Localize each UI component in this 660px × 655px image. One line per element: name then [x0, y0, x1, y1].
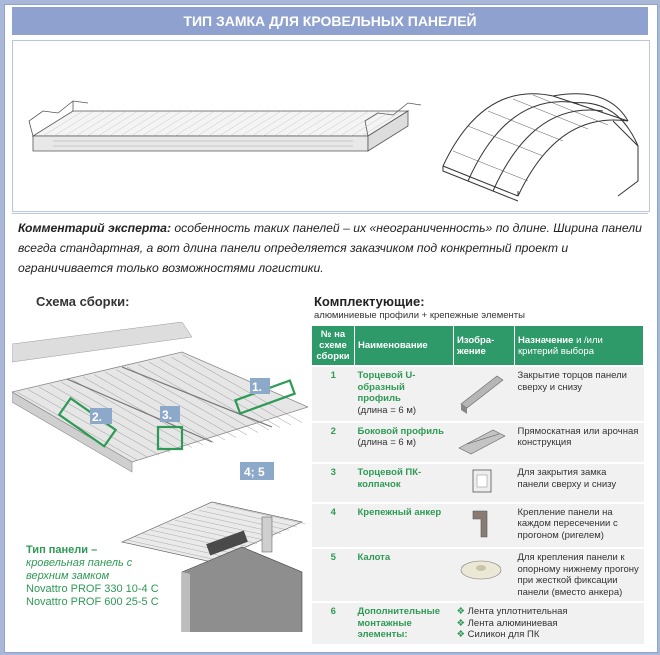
row-name: Боковой профиль (длина = 6 м) — [354, 420, 454, 463]
table-row: 6 Дополнительные монтажные элементы: ❖ Л… — [312, 601, 644, 644]
label-1: 1. — [252, 380, 263, 394]
label-2-box — [90, 408, 112, 424]
col-image-header: Изобра-жение — [453, 326, 515, 366]
panel-type-note: Тип панели – кровельная панель с верхним… — [26, 544, 159, 609]
calotte-icon — [460, 560, 501, 580]
row-name: Торцевой U-образный профиль(длина = 6 м) — [354, 365, 454, 422]
row-name: Калота — [354, 547, 454, 602]
u-profile-icon — [459, 375, 504, 414]
list-item: ❖ Лента уплотнительная — [457, 606, 641, 618]
pc-cap-icon — [472, 469, 491, 493]
row-num: 4 — [312, 501, 355, 548]
kit-subtitle: алюминиевые профили + крепежные элементы — [314, 310, 525, 321]
table-row: 5 Калота Для крепления панели к опорному… — [312, 547, 644, 602]
col-purpose-header: Назначение и /или критерий выбора — [514, 326, 644, 366]
col-num-header: № на схеме сборки — [312, 326, 355, 366]
panel-illustration — [12, 40, 650, 212]
kit-title: Комплектующие: — [314, 294, 425, 309]
table-row: 4 Крепежный анкер Крепление панели на ка… — [312, 501, 644, 548]
col-purpose-sub: и /или критерий выбора — [518, 334, 603, 357]
row-name-text: Боковой профиль — [357, 425, 444, 437]
panel-type-desc-2: верхним замком — [26, 570, 110, 582]
row-name-sub: (длина = 6 м) — [357, 404, 417, 416]
row-name-sub: (длина = 6 м) — [357, 437, 417, 448]
list-item: ❖ Силикон для ПК — [457, 629, 641, 641]
row-image — [453, 462, 515, 503]
row-num: 1 — [312, 365, 355, 422]
components-table: № на схеме сборки Наименование Изобра-же… — [312, 326, 644, 644]
panel-type-title: Тип панели – — [26, 544, 98, 556]
row-num: 2 — [312, 420, 355, 463]
row-image — [453, 501, 515, 548]
row-purpose: Крепление панели на каждом пересечении с… — [514, 501, 644, 548]
row-name: Торцевой ПК-колпачок — [354, 462, 454, 503]
bullet-icon: ❖ — [456, 629, 466, 640]
row-name: Крепежный анкер — [354, 501, 454, 548]
row-purpose: Закрытие торцов панели сверху и снизу — [514, 365, 644, 422]
label-2: 2. — [92, 410, 103, 424]
table-row: 3 Торцевой ПК-колпачок Для закрытия замк… — [312, 462, 644, 503]
label-1-box — [250, 378, 270, 394]
row-image — [453, 420, 515, 463]
table-header-row: № на схеме сборки Наименование Изобра-же… — [312, 326, 644, 366]
label-3-box — [160, 406, 180, 422]
row-num: 6 — [312, 601, 355, 644]
label-3: 3. — [162, 408, 173, 422]
label-45-box — [240, 462, 274, 480]
anchor-icon — [472, 510, 487, 537]
row-name: Дополнительные монтажные элементы: — [354, 601, 454, 644]
bullet-icon: ❖ — [456, 617, 466, 629]
row-name-text: Торцевой U-образный профиль — [357, 370, 416, 404]
panel-model-1: Novattro PROF 330 10-4 C — [26, 583, 159, 595]
row-purpose: Для крепления панели к опорному нижнему … — [514, 547, 644, 602]
expert-comment-label: Комментарий эксперта: — [18, 221, 171, 235]
col-purpose-label: Назначение — [518, 334, 574, 346]
highlight-3 — [156, 425, 184, 451]
bullet-icon: ❖ — [456, 606, 466, 617]
expert-comment: Комментарий эксперта: особенность таких … — [12, 213, 648, 283]
row-items: ❖ Лента уплотнительная ❖ Лента алюминиев… — [453, 601, 644, 644]
panel-type-desc-1: кровельная панель с — [26, 557, 133, 569]
table-row: 1 Торцевой U-образный профиль(длина = 6 … — [312, 365, 644, 422]
row-purpose: Прямоскатная или арочная конструкция — [514, 420, 644, 463]
row-image — [453, 547, 515, 602]
assembly-section: Схема сборки: 1. 2. 3. 4; 5 Тип панели –… — [12, 282, 648, 644]
row-num: 3 — [312, 462, 355, 503]
table-row: 2 Боковой профиль (длина = 6 м) Прямоска… — [312, 420, 644, 463]
list-item-text: Силикон для ПК — [467, 629, 540, 640]
page-title: ТИП ЗАМКА ДЛЯ КРОВЕЛЬНЫХ ПАНЕЛЕЙ — [12, 7, 648, 35]
row-image — [453, 365, 515, 422]
panel-model-2: Novattro PROF 600 25-5 C — [26, 596, 159, 608]
list-item-text: Лента уплотнительная — [467, 606, 568, 617]
row-purpose: Для закрытия замка панели сверху и снизу — [514, 462, 644, 503]
scheme-title: Схема сборки: — [36, 294, 130, 309]
label-4-5: 4; 5 — [244, 465, 265, 479]
list-item: ❖ Лента алюминиевая — [457, 618, 641, 630]
panel-drawing — [28, 93, 639, 202]
list-item-text: Лента алюминиевая — [467, 617, 558, 629]
expert-comment-text: особенность таких панелей – их «неограни… — [18, 221, 642, 275]
assembly-scheme — [12, 322, 308, 632]
row-num: 5 — [312, 547, 355, 602]
side-profile-icon — [457, 429, 506, 454]
col-name-header: Наименование — [354, 326, 454, 366]
